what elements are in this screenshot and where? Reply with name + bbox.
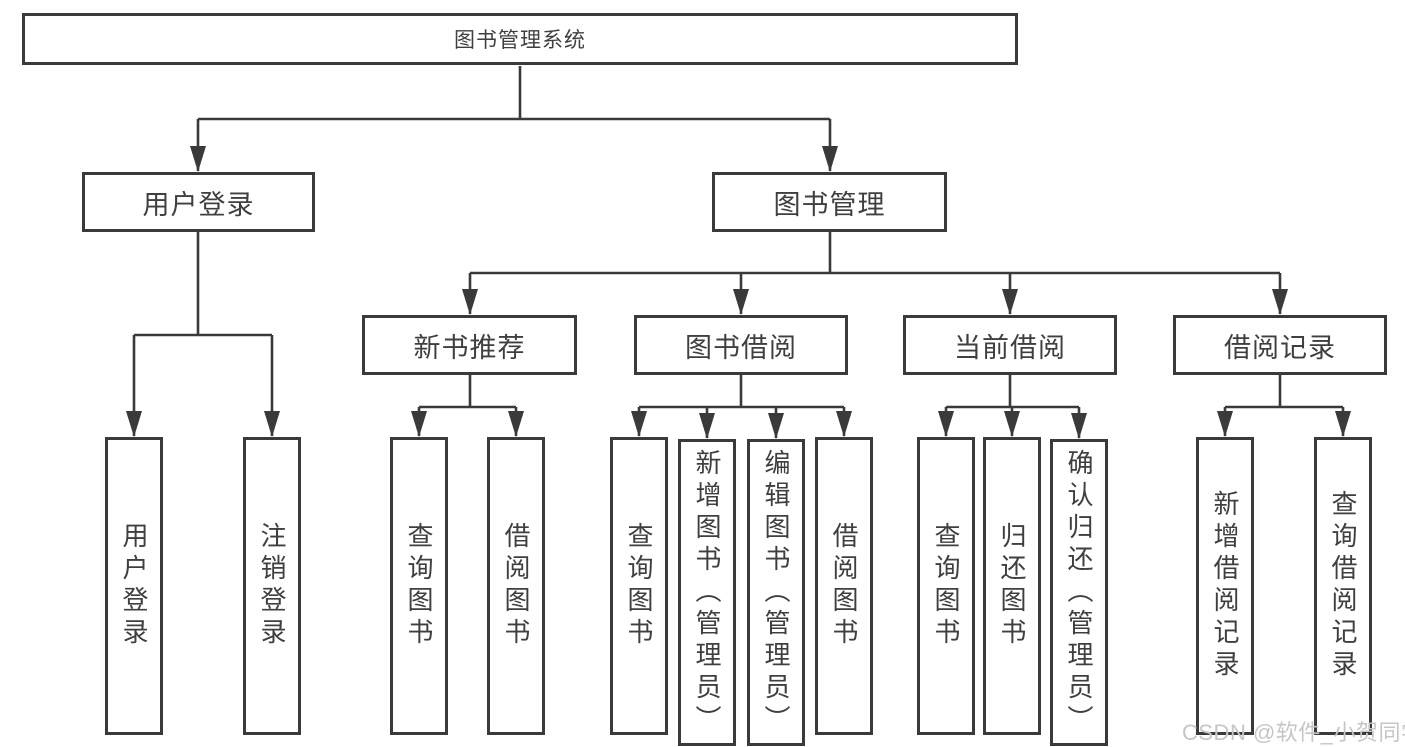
- leaf-bb-edit-books-admin: 编辑图书（管理员）: [747, 439, 805, 746]
- leaf-bb-borrow-books: 借阅图书: [815, 437, 873, 735]
- leaf-br-add-record: 新增借阅记录: [1196, 437, 1254, 735]
- leaf-bb-borrow-books-label: 借阅图书: [829, 522, 859, 650]
- leaf-nbr-query-books: 查询图书: [390, 437, 448, 735]
- connector-new-book-rec-branch: [411, 375, 524, 437]
- leaf-user-login-label: 用户登录: [119, 522, 149, 650]
- leaf-cb-confirm-return-admin-label: 确认归还（管理员）: [1064, 448, 1094, 737]
- leaf-cb-confirm-return-admin: 确认归还（管理员）: [1050, 439, 1108, 746]
- leaf-br-query-record: 查询借阅记录: [1314, 437, 1372, 735]
- leaf-bb-query-books: 查询图书: [610, 437, 668, 735]
- node-new-book-rec: 新书推荐: [362, 315, 577, 375]
- node-current-borrow: 当前借阅: [903, 315, 1117, 375]
- connector-book-borrow-branch: [631, 375, 852, 439]
- node-book-borrow-label: 图书借阅: [685, 332, 797, 363]
- leaf-cb-return-books-label: 归还图书: [997, 522, 1027, 650]
- leaf-cb-query-books-label: 查询图书: [931, 522, 961, 650]
- node-book-borrow: 图书借阅: [634, 315, 848, 375]
- leaf-user-login: 用户登录: [105, 437, 163, 735]
- connector-borrow-records-branch: [1217, 375, 1351, 437]
- node-book-mgmt-label: 图书管理: [773, 189, 886, 220]
- leaf-logout-label: 注销登录: [257, 522, 287, 650]
- leaf-logout: 注销登录: [243, 437, 301, 735]
- leaf-nbr-borrow-books-label: 借阅图书: [501, 522, 531, 650]
- node-user-login: 用户登录: [82, 172, 315, 232]
- connector-root-to-level2: [190, 66, 838, 172]
- leaf-nbr-borrow-books: 借阅图书: [487, 437, 545, 735]
- node-user-login-label: 用户登录: [142, 189, 255, 220]
- leaf-br-query-record-label: 查询借阅记录: [1328, 490, 1358, 682]
- leaf-bb-add-books-admin-label: 新增图书（管理员）: [692, 448, 722, 737]
- leaf-cb-return-books: 归还图书: [983, 437, 1041, 735]
- node-new-book-rec-label: 新书推荐: [413, 332, 526, 363]
- node-root-label: 图书管理系统: [454, 29, 586, 52]
- leaf-bb-add-books-admin: 新增图书（管理员）: [678, 439, 736, 746]
- connector-user-login-branch: [126, 232, 280, 437]
- node-root: 图书管理系统: [22, 13, 1018, 65]
- watermark: CSDN @软件_小贺同学: [1182, 720, 1405, 745]
- leaf-nbr-query-books-label: 查询图书: [404, 522, 434, 650]
- node-book-mgmt: 图书管理: [712, 172, 947, 232]
- leaf-bb-edit-books-admin-label: 编辑图书（管理员）: [761, 448, 791, 737]
- node-borrow-records: 借阅记录: [1173, 315, 1387, 375]
- node-borrow-records-label: 借阅记录: [1224, 332, 1336, 363]
- connector-book-mgmt-branch: [462, 232, 1288, 315]
- connector-current-borrow-branch: [938, 375, 1087, 439]
- leaf-cb-query-books: 查询图书: [917, 437, 975, 735]
- node-current-borrow-label: 当前借阅: [954, 332, 1066, 363]
- leaf-br-add-record-label: 新增借阅记录: [1210, 490, 1240, 682]
- leaf-bb-query-books-label: 查询图书: [624, 522, 654, 650]
